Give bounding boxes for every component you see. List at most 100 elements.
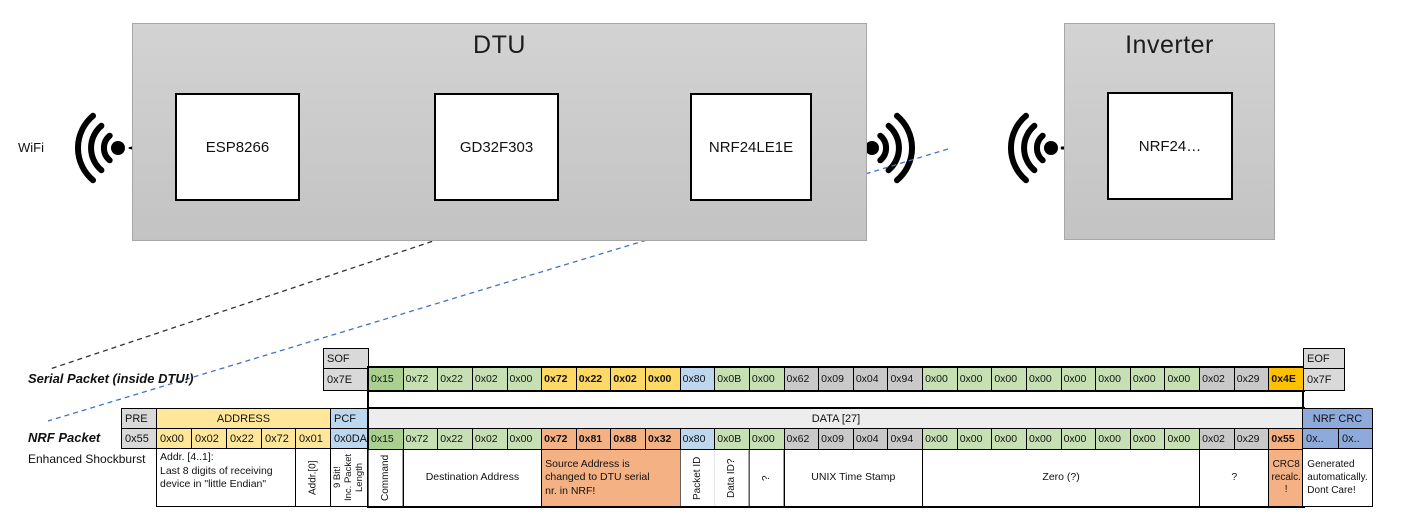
nrf-address-byte: 0x01 [295,428,331,449]
byte-cell: 0x00 [1061,368,1096,390]
byte-cell: 0x00 [1026,368,1061,390]
byte-cell: 0x72 [542,368,576,390]
nrf-pre-value: 0x55 [121,428,157,449]
annotation-unix-time-stamp: UNIX Time Stamp [784,450,923,506]
byte-cell: 0x88 [611,429,646,449]
byte-cell: 0x29 [1234,368,1269,390]
serial-packet-dashed-line [49,172,638,370]
byte-cell: 0x72 [403,368,438,390]
byte-cell: 0x4E [1269,368,1303,390]
chip-nrf24le1e-label: NRF24LE1E [708,138,794,156]
nrf-address-header: ADDRESS [156,408,331,429]
wifi-label: WiFi [18,140,44,155]
chip-esp8266: ESP8266 [175,93,300,201]
byte-cell: 0x00 [923,368,957,390]
nrf-pcf-header: PCF [330,408,369,429]
annotation-question-2: ? [1200,450,1269,506]
byte-cell: 0x00 [1061,429,1096,449]
byte-cell: 0x80 [680,368,715,390]
serial-sof-value: 0x7E [323,368,369,391]
annotation-crc8-recalc: CRC8 recalc. ! [1269,450,1303,506]
annotation-data-id: Data ID? [715,450,749,506]
nrf-crc-byte: 0x.. [1302,428,1339,449]
byte-cell: 0x29 [1234,429,1269,449]
byte-cell: 0x00 [1096,368,1130,390]
byte-cell: 0x94 [888,368,923,390]
byte-cell: 0x81 [576,429,611,449]
byte-cell: 0x02 [472,429,507,449]
enhanced-shockburst-label: Enhanced Shockburst [28,452,146,466]
byte-cell: 0x15 [369,429,403,449]
serial-nrf-connector-right [1302,391,1304,408]
byte-cell: 0x00 [1165,429,1200,449]
byte-cell: 0x0B [715,429,749,449]
byte-cell: 0x62 [784,368,819,390]
byte-cell: 0x02 [472,368,507,390]
byte-cell: 0x00 [646,368,680,390]
chip-nrf24-inverter-label: NRF24… [1138,137,1202,155]
annotation-destination-address: Destination Address [403,450,542,506]
dtu-title: DTU [473,31,526,59]
chip-gd32f303-label: GD32F303 [459,138,534,156]
byte-cell: 0x55 [1269,429,1303,449]
annotation-address-0: Addr.[0] [295,448,331,507]
byte-cell: 0x00 [749,429,784,449]
nrf-data-header: DATA [27] [369,409,1303,428]
byte-cell: 0x32 [646,429,680,449]
nrf-address-byte: 0x22 [226,428,262,449]
byte-cell: 0x80 [680,429,715,449]
dtu-container [132,23,867,241]
annotation-zero: Zero (?) [923,450,1200,506]
nrf-address-byte: 0x02 [191,428,227,449]
byte-cell: 0x0B [715,368,749,390]
byte-cell: 0x22 [438,429,472,449]
byte-cell: 0x09 [819,368,853,390]
chip-nrf24-inverter: NRF24… [1107,92,1233,200]
byte-cell: 0x72 [542,429,576,449]
nrf-packet-dashed-line [47,148,949,422]
byte-cell: 0x00 [992,368,1026,390]
byte-cell: 0x00 [507,429,542,449]
serial-sof-header: SOF [323,348,369,369]
byte-cell: 0x22 [576,368,611,390]
annotation-address-4-1: Addr. [4..1]: Last 8 digits of receiving… [156,448,296,507]
inverter-container [1064,23,1275,240]
nrf-address-byte: 0x00 [156,428,192,449]
byte-cell: 0x00 [1130,368,1165,390]
annotation-packet-id: Packet ID [680,450,715,506]
byte-cell: 0x15 [369,368,403,390]
nrf-crc-header: NRF CRC [1302,408,1373,429]
nrf-address-byte: 0x72 [261,428,296,449]
inverter-title: Inverter [1125,31,1214,59]
byte-cell: 0x00 [1096,429,1130,449]
nrf-packet-label: NRF Packet [28,430,101,445]
nrf-annotation-row: Command Destination Address Source Addre… [369,450,1303,506]
byte-cell: 0x00 [957,429,992,449]
byte-cell: 0x00 [507,368,542,390]
byte-cell: 0x00 [923,429,957,449]
serial-nrf-connector-left [367,391,369,408]
nrf-pcf-value: 0x0DA [330,428,369,449]
byte-cell: 0x00 [1130,429,1165,449]
chip-gd32f303: GD32F303 [434,93,559,201]
annotation-pcf-length: 9 Bit! Inc. Packet Length [330,448,369,507]
byte-cell: 0x94 [888,429,923,449]
annotation-source-address: Source Address is changed to DTU serial … [542,450,680,506]
byte-cell: 0x04 [853,368,888,390]
annotation-crc-generated: Generated automatically. Dont Care! [1302,448,1373,507]
nrf-pre-header: PRE [121,408,157,429]
byte-cell: 0x02 [611,368,646,390]
annotation-question-1: ? [749,450,784,506]
annotation-command: Command [369,450,403,506]
byte-cell: 0x22 [438,368,472,390]
serial-eof-header: EOF [1303,348,1345,369]
nrf-crc-byte: 0x.. [1338,428,1373,449]
serial-packet-label: Serial Packet (inside DTU!) [28,371,194,386]
byte-cell: 0x00 [992,429,1026,449]
byte-cell: 0x00 [1026,429,1061,449]
wifi-icon-inverter [1007,112,1058,184]
